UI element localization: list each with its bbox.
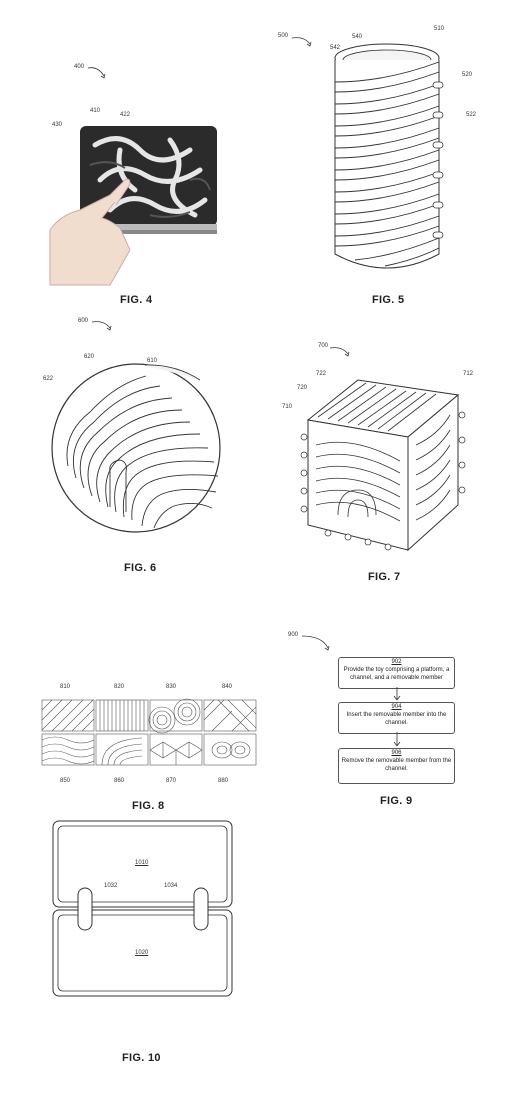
ref-arrow-500 [291,37,312,47]
fig9-arrow-2 [393,732,401,747]
ref-870: 870 [166,778,177,784]
ref-430: 430 [52,122,63,128]
fig4-toy-tray-drawing [49,126,217,286]
fig10-case-drawing [52,820,233,997]
ref-720: 720 [297,385,308,391]
ref-522: 522 [466,112,477,118]
fig9-label: FIG. 9 [380,795,413,807]
fig6-sphere-drawing [51,363,221,533]
fig7-label: FIG. 7 [368,571,401,583]
ref-712: 712 [463,371,474,377]
ref-830: 830 [166,684,177,690]
ref-880: 880 [218,778,229,784]
ref-610: 610 [147,358,158,364]
ref-500: 500 [278,33,289,39]
ref-840: 840 [222,684,233,690]
ref-410: 410 [90,108,101,114]
fig9-step-904-text: Insert the removable member into the cha… [346,712,447,726]
ref-810: 810 [60,684,71,690]
ref-850: 850 [60,778,71,784]
ref-722: 722 [316,371,327,377]
fig9-step-904-number: 904 [391,704,402,710]
fig9-step-902: 902 Provide the toy comprising a platfor… [338,657,455,689]
ref-600: 600 [78,318,89,324]
ref-820: 820 [114,684,125,690]
ref-860: 860 [114,778,125,784]
fig9-step-906-number: 906 [391,750,402,756]
fig8-pattern-grid [41,698,257,766]
fig10-label: FIG. 10 [122,1052,161,1064]
ref-700: 700 [318,343,329,349]
ref-400: 400 [74,64,85,70]
ref-1032: 1032 [104,883,118,889]
ref-1020: 1020 [135,950,149,956]
fig5-cylinder-drawing [334,43,444,269]
ref-542: 542 [330,45,341,51]
fig5-label: FIG. 5 [372,294,405,306]
ref-arrow-900 [301,635,330,651]
ref-arrow-600 [91,321,112,331]
ref-900: 900 [288,632,299,638]
ref-540: 540 [352,34,363,40]
fig6-label: FIG. 6 [124,562,157,574]
ref-620: 620 [84,354,95,360]
ref-1034: 1034 [164,883,178,889]
ref-arrow-700 [329,347,350,357]
fig9-step-906-text: Remove the removable member from the cha… [341,758,452,772]
fig9-step-906: 906 Remove the removable member from the… [338,748,455,784]
fig9-step-904: 904 Insert the removable member into the… [338,702,455,734]
ref-520: 520 [462,72,473,78]
ref-510: 510 [434,26,445,32]
ref-710: 710 [282,404,293,410]
ref-arrow-400 [87,67,106,79]
fig9-arrow-1 [393,687,401,701]
fig4-label: FIG. 4 [120,294,153,306]
ref-622: 622 [43,376,54,382]
fig8-label: FIG. 8 [132,800,165,812]
fig7-cube-drawing [300,379,466,552]
ref-422: 422 [120,112,131,118]
fig9-step-902-number: 902 [391,659,402,665]
fig9-step-902-text: Provide the toy comprising a platform, a… [343,667,450,681]
ref-1010: 1010 [135,860,149,866]
